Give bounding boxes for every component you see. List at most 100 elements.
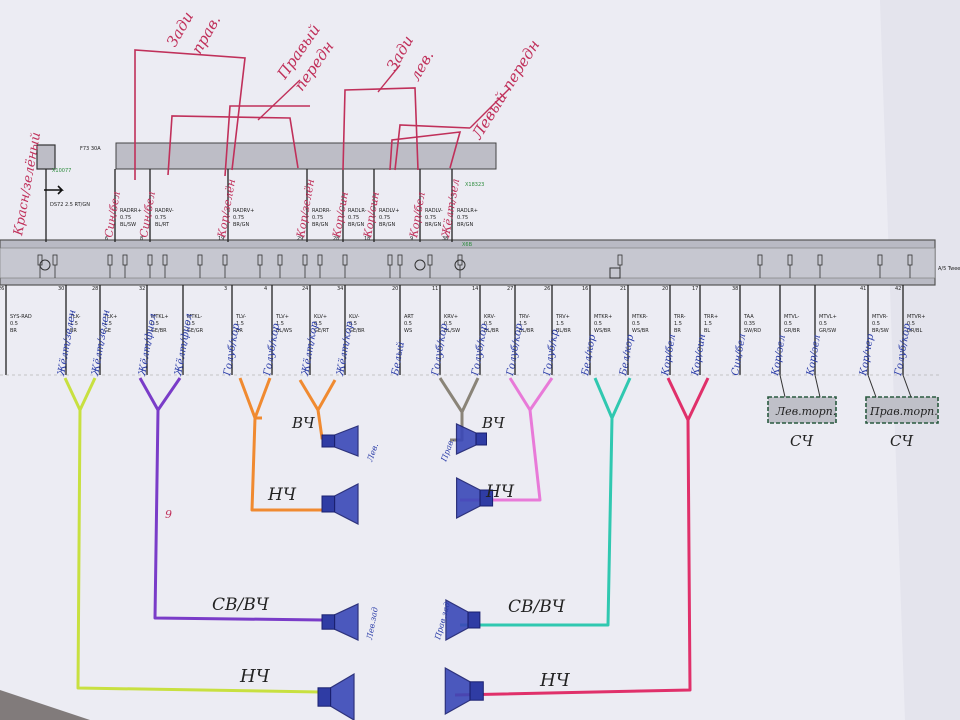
- top-pin-code: RADRV-: [155, 208, 174, 214]
- bottom-pin-size: 1.5: [104, 321, 112, 327]
- bottom-pin-code: MTKL+: [151, 314, 169, 320]
- top-pin-size: 0.75: [155, 215, 166, 221]
- lf-left-front-speaker-icon-cone: [334, 483, 359, 525]
- bottom-pin-size: 0.5: [151, 321, 159, 327]
- box-wire: [814, 374, 821, 398]
- bottom-pin-color: WS/BR: [632, 328, 649, 334]
- top-pin-code: RADRV+: [233, 208, 254, 214]
- box-wire: [779, 374, 786, 398]
- bottom-pin-color: GE/BR: [151, 328, 167, 334]
- bottom-pin-code: SYS-RAD: [10, 314, 32, 320]
- coil-symbol: [39, 259, 51, 271]
- bottom-pin-color: GE/RT: [314, 328, 330, 334]
- bottom-pin-size: 1.5: [674, 321, 682, 327]
- lf-right-rear-speaker-icon-magnet: [469, 681, 484, 701]
- bottom-pin-num: 27: [507, 286, 513, 292]
- bottom-pin-num: 16: [582, 286, 588, 292]
- bottom-pin-num: 11: [432, 286, 438, 292]
- bottom-pin-num: 38: [732, 286, 738, 292]
- bottom-pin-num: 3: [224, 286, 227, 292]
- bottom-pin-color: BL/SW: [444, 328, 460, 334]
- relay-symbol: [609, 267, 621, 279]
- lf-right-front-speaker-icon-cone: [456, 477, 481, 519]
- bottom-pin-color: WS: [404, 328, 412, 334]
- label-hf-left: ВЧ: [291, 414, 315, 432]
- bottom-pin-size: 0.5: [349, 321, 357, 327]
- bottom-pin-code: KLV-: [349, 314, 360, 320]
- bottom-pin-code: MTVR+: [907, 314, 925, 320]
- bottom-pin-num: 26: [0, 286, 4, 292]
- top-pin-size: 0.75: [312, 215, 323, 221]
- top-pin-num: 38: [442, 236, 448, 242]
- bottom-pin-num: 21: [620, 286, 626, 292]
- bottom-pin-code: TRV-: [518, 314, 530, 320]
- fuse-code: F73 30A: [80, 146, 101, 152]
- x-code: X10077: [52, 168, 71, 174]
- lf-left-front-speaker-icon-magnet: [321, 495, 336, 513]
- top-pin-color: BR/GN: [312, 222, 328, 228]
- bottom-pin-num: 41: [860, 286, 866, 292]
- bottom-pin-size: 0.5: [784, 321, 792, 327]
- bottom-pin-num: 4: [264, 286, 267, 292]
- photo-edge-shadow: [0, 690, 90, 720]
- hf-left-speaker-icon-magnet: [321, 434, 336, 448]
- colored-pen-wires: [63, 377, 710, 697]
- box-wire: [867, 374, 877, 398]
- bottom-pin-size: 0.5: [404, 321, 412, 327]
- red-ink-bracket: [394, 124, 471, 171]
- gnd-code: X6B: [462, 242, 473, 248]
- bottom-pin-code: MTKR+: [594, 314, 612, 320]
- top-pin-color: BL/RT: [155, 222, 170, 228]
- top-pin-num: 29: [297, 236, 303, 242]
- bottom-pin-color: BL/BR: [519, 328, 534, 334]
- bottom-pin-color: BL: [704, 328, 710, 334]
- bottom-pin-num: 20: [662, 286, 668, 292]
- conn-right-code: A/5 Tweeter: [938, 266, 960, 272]
- bottom-pin-color: BR/SW: [872, 328, 889, 334]
- top-pin-code: RADLV+: [379, 208, 399, 214]
- orange-wire-run: [250, 416, 325, 512]
- bottom-pin-num: 34: [337, 286, 343, 292]
- bottom-pin-code: KLV+: [314, 314, 327, 320]
- right-sub-label: СЧ: [890, 432, 913, 450]
- bottom-pin-num: 14: [472, 286, 478, 292]
- top-pin-size: 0.75: [379, 215, 390, 221]
- bottom-pin-size: 0.5: [444, 321, 452, 327]
- bottom-pin-size: 1.5: [519, 321, 527, 327]
- red-ink-leader: [469, 87, 511, 129]
- bottom-pin-color: BL/WS: [276, 328, 292, 334]
- label-mid-right: СВ/ВЧ: [508, 597, 566, 617]
- label-hf-right: ВЧ: [481, 414, 505, 432]
- speakers: [317, 423, 494, 720]
- bottom-pin-size: 0.5: [314, 321, 322, 327]
- bottom-pin-size: 1.5: [556, 321, 564, 327]
- top-pin-num: 6: [105, 236, 108, 242]
- bottom-pin-color: BR: [236, 328, 243, 334]
- bottom-pin-code: TLV+: [275, 314, 289, 320]
- bottom-pin-size: 1.5: [704, 321, 712, 327]
- left-door-box: [767, 396, 837, 424]
- bottom-pin-size: 0.5: [632, 321, 640, 327]
- label-lf-left-rear: НЧ: [239, 666, 271, 687]
- bottom-pin-size: 0.5: [819, 321, 827, 327]
- lf-left-rear-speaker-icon-magnet: [317, 687, 332, 707]
- bottom-pin-code: KRV+: [444, 314, 458, 320]
- mid-right-speaker-icon-cone: [445, 598, 469, 642]
- top-pin-size: 0.75: [120, 215, 131, 221]
- coil-symbol: [414, 259, 426, 271]
- bottom-pin-num: 28: [92, 286, 98, 292]
- top-pin-color: BR/GN: [425, 222, 441, 228]
- bottom-pin-code: TRR-: [673, 314, 686, 320]
- bottom-pin-code: TLK-: [69, 314, 81, 320]
- bottom-pin-code: MTVL+: [819, 314, 837, 320]
- bottom-pin-size: 0.5: [187, 321, 195, 327]
- label-mark: 9: [165, 508, 172, 521]
- red-ink-bracket: [167, 115, 299, 176]
- label-lf-right-front: НЧ: [485, 482, 515, 502]
- bottom-pin-color: WS/BR: [594, 328, 611, 334]
- coil-symbol: [454, 259, 466, 271]
- bottom-pin-code: TLV-: [235, 314, 246, 320]
- bottom-pin-size: 0.5: [594, 321, 602, 327]
